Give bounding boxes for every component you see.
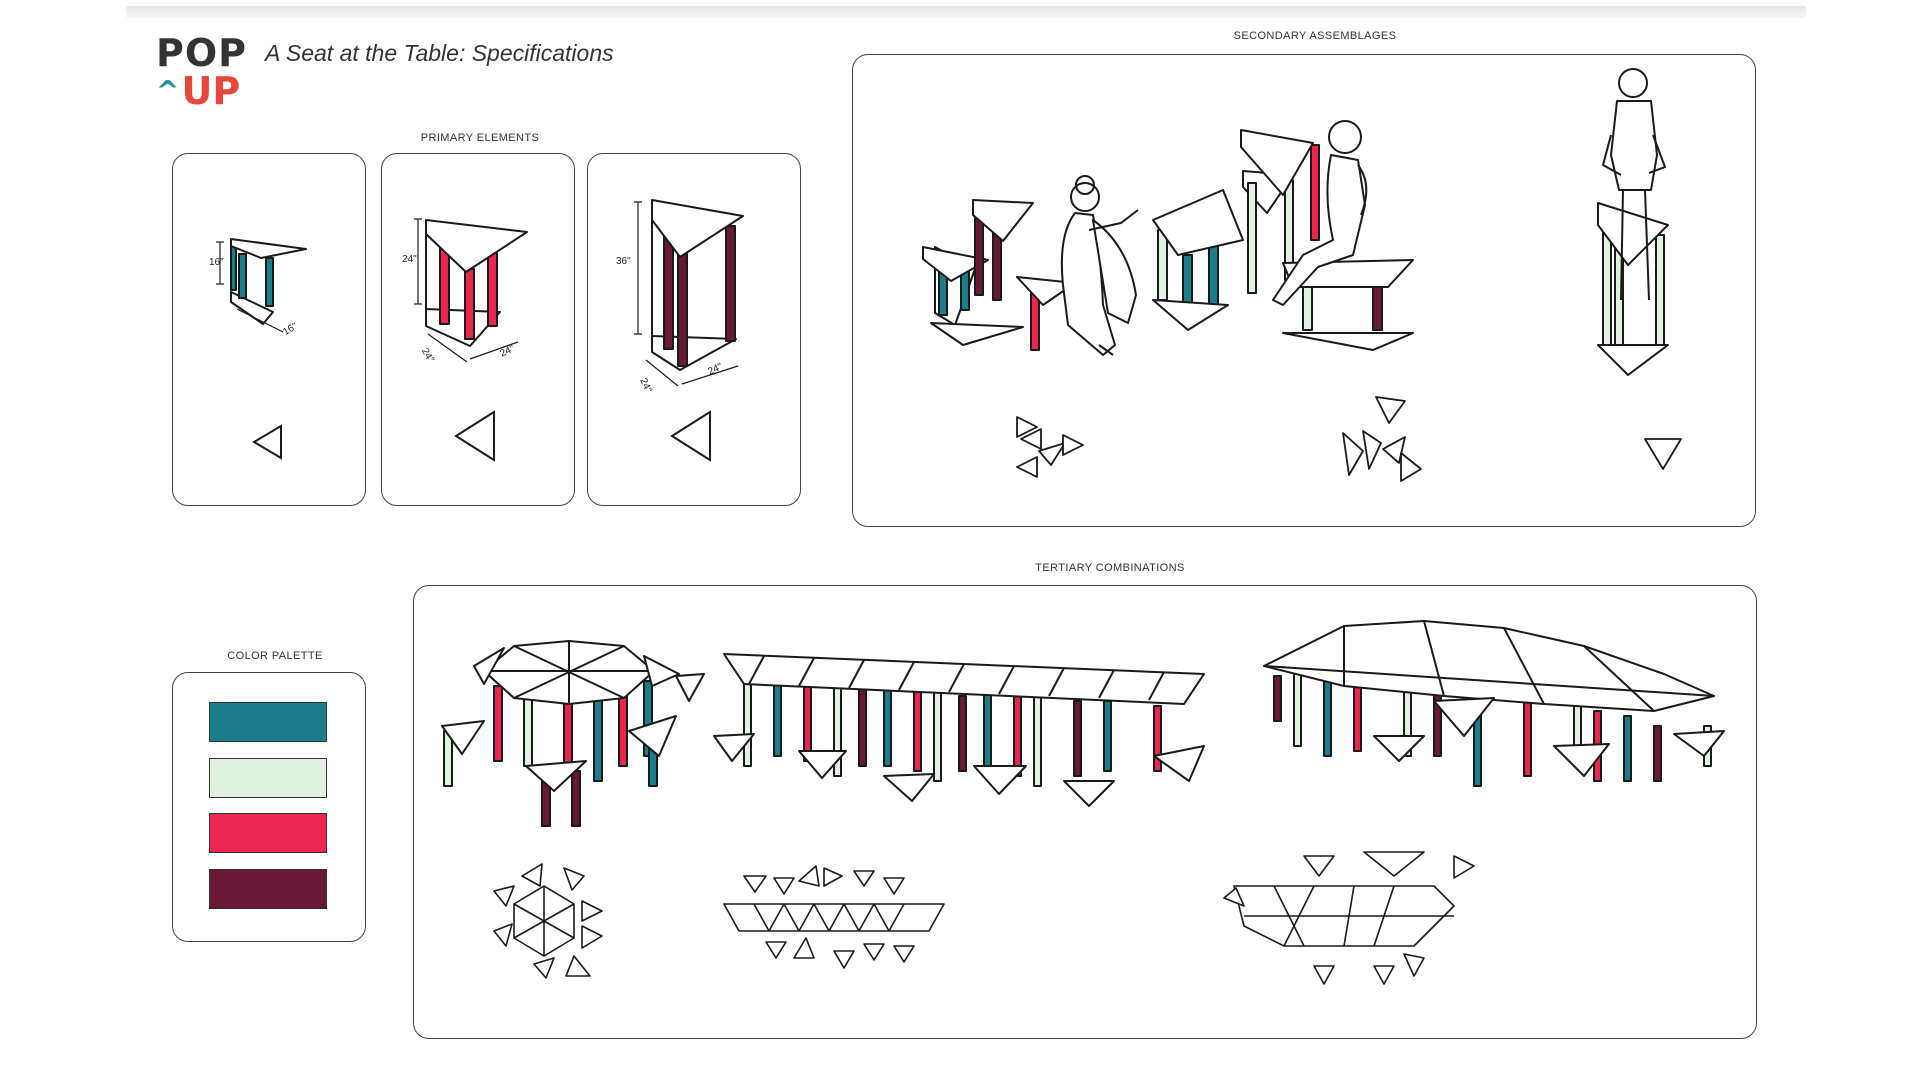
swatch-teal [209,702,327,742]
standing-man-assemblage [1597,68,1669,376]
page-title: A Seat at the Table: Specifications [265,40,614,66]
long-strip-cluster [675,653,1205,807]
tertiary-plan-icons [493,851,1475,985]
swatch-red [209,813,327,853]
strip-plan-icon [723,865,945,969]
medium-stool-drawing [414,218,528,363]
primary-element-card-medium: 24" 24" 24" [381,153,575,506]
hexagon-cluster [441,640,680,827]
primary-element-card-small: 16" 16" [172,153,366,506]
small-triangle-plan-icon [252,424,282,460]
secondary-assemblages-label: SECONDARY ASSEMBLAGES [1233,30,1397,42]
top-bar [126,6,1806,18]
swatch-mint [209,758,327,798]
small-height-label: 16" [209,257,224,268]
tall-height-label: 36" [616,256,631,267]
primary-elements-label: PRIMARY ELEMENTS [420,132,540,144]
color-palette-label: COLOR PALETTE [227,650,323,662]
tertiary-combinations-label: TERTIARY COMBINATIONS [1035,562,1185,574]
primary-element-card-tall: 36" 24" 24" [587,153,801,506]
secondary-plan-icons [1016,396,1682,482]
hexagon-plan-icon [493,863,603,979]
seated-woman-assemblage [922,175,1139,356]
tertiary-combinations-panel [413,585,1757,1039]
tertiary-combinations-drawing [441,620,1725,985]
small-stool-drawing [216,238,307,333]
tall-triangle-plan-icon [670,410,711,462]
secondary-assemblages-panel [852,54,1756,527]
swatch-plum [209,869,327,909]
pop-up-logo: POP ^UP [156,31,248,113]
medium-height-label: 24" [402,254,417,265]
secondary-assemblages-drawing [922,68,1682,482]
seated-man-assemblage [1152,120,1414,351]
large-plan-icon [1223,851,1475,985]
large-cluster [1263,620,1725,787]
tall-stool-drawing [634,199,744,387]
medium-triangle-plan-icon [454,410,495,462]
color-palette-panel [172,672,366,942]
